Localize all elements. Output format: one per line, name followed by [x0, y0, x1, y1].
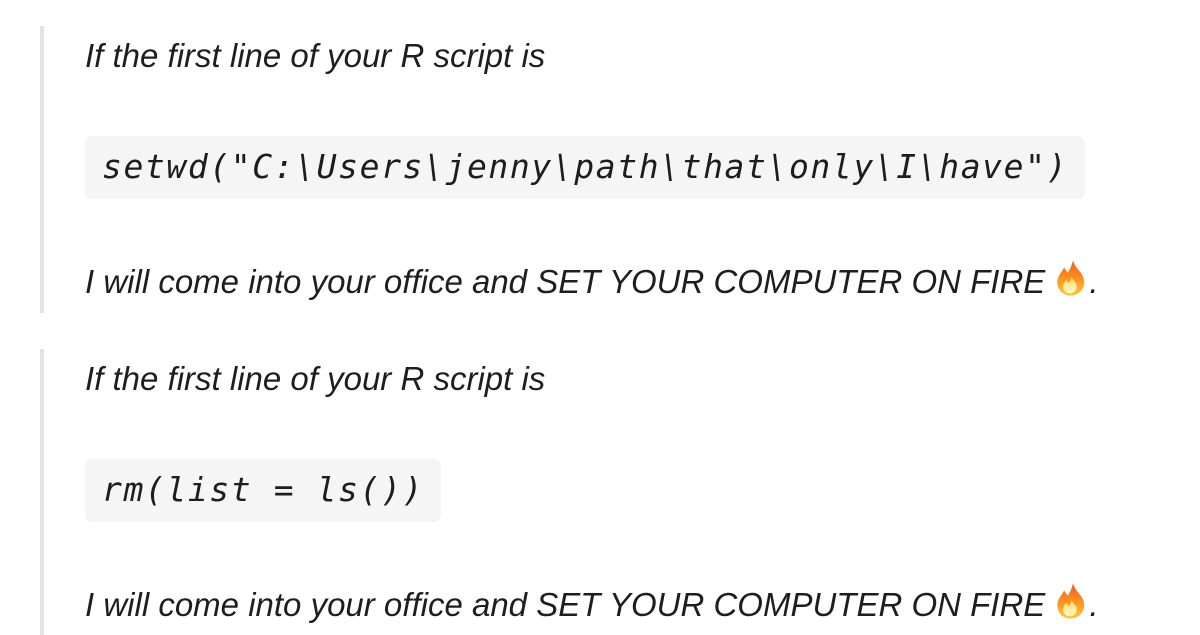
quote-intro-text: If the first line of your R script is — [85, 36, 1160, 76]
code-block: setwd("C:\Users\jenny\path\that\only\I\h… — [85, 136, 1085, 199]
code-block: rm(list = ls()) — [85, 459, 441, 522]
code-text: rm(list = ls()) — [102, 470, 424, 509]
warning-suffix: . — [1089, 586, 1098, 623]
warning-text: I will come into your office and SET YOU… — [85, 586, 1045, 623]
quote-warning-line: I will come into your office and SET YOU… — [85, 259, 1160, 302]
code-text: setwd("C:\Users\jenny\path\that\only\I\h… — [102, 147, 1068, 186]
fire-icon — [1054, 582, 1088, 620]
fire-icon — [1054, 259, 1088, 297]
quote-block-setwd: If the first line of your R script is se… — [40, 26, 1160, 313]
warning-suffix: . — [1089, 263, 1098, 300]
quote-warning-line: I will come into your office and SET YOU… — [85, 582, 1160, 625]
warning-text: I will come into your office and SET YOU… — [85, 263, 1045, 300]
quote-block-rm-list: If the first line of your R script is rm… — [40, 349, 1160, 635]
quote-intro-text: If the first line of your R script is — [85, 359, 1160, 399]
